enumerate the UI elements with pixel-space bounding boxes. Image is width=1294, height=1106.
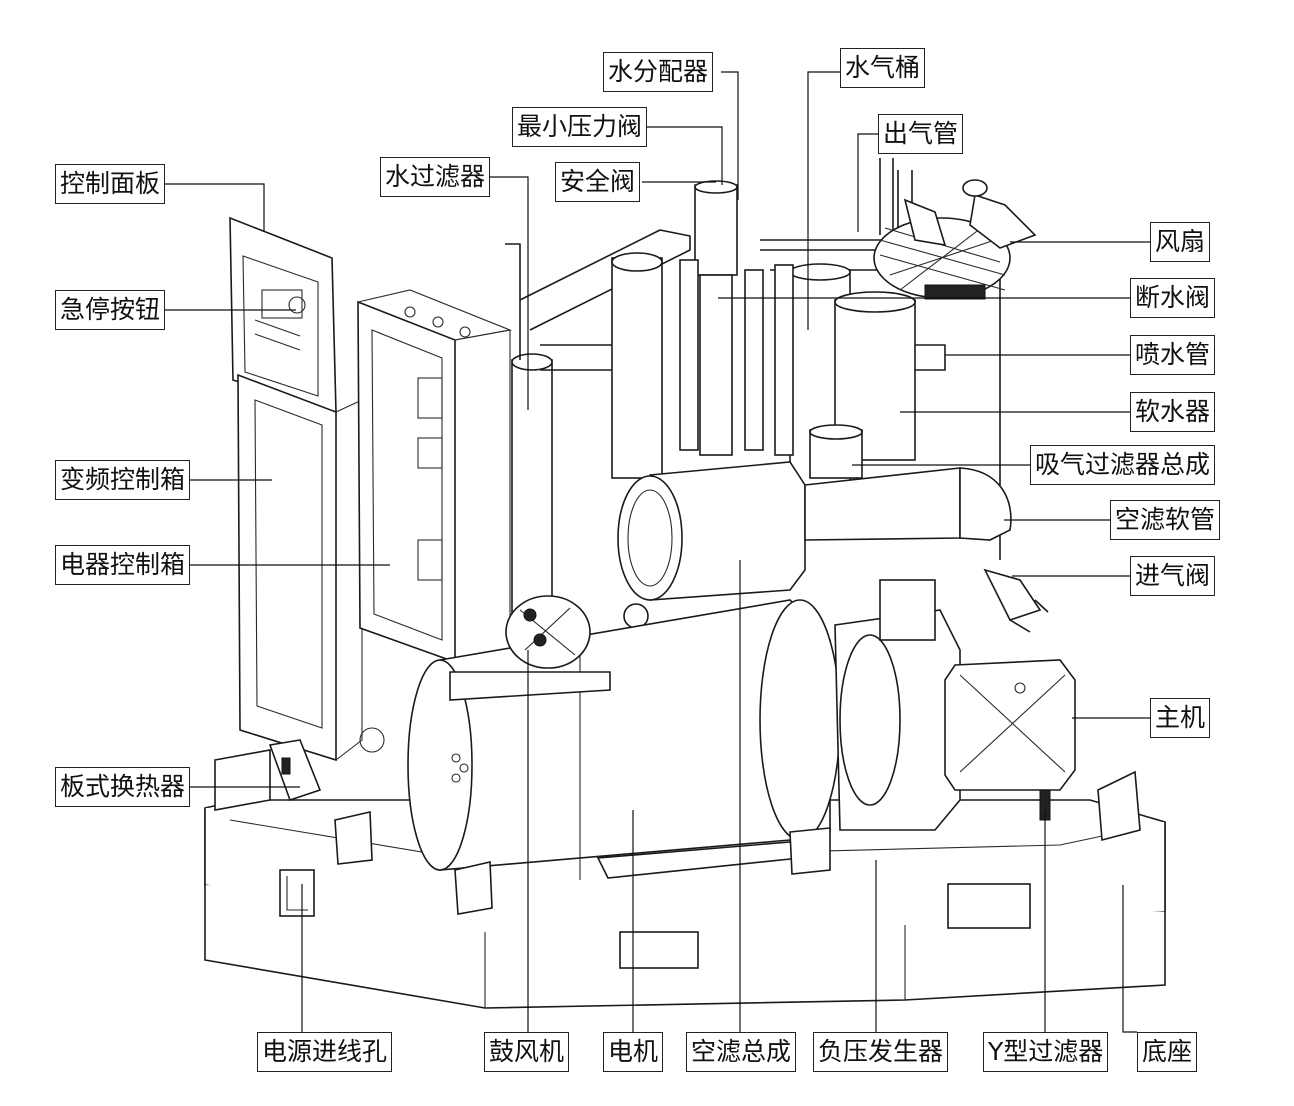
softener-shape — [809, 291, 916, 479]
label-blower: 鼓风机 — [484, 1032, 570, 1072]
heat-exchanger-shape — [214, 739, 322, 811]
label-water-cutoff-valve: 断水阀 — [1130, 278, 1216, 318]
label-electrical-control-box: 电器控制箱 — [55, 545, 191, 585]
label-power-inlet-hole: 电源进线孔 — [257, 1032, 393, 1072]
electrical-box-shape — [357, 289, 512, 664]
label-motor: 电机 — [603, 1032, 664, 1072]
label-inverter-control-box: 变频控制箱 — [55, 460, 191, 500]
intake-valve-shape — [879, 568, 1049, 641]
distributor-column — [679, 180, 794, 456]
label-outlet-pipe: 出气管 — [878, 114, 964, 154]
power-inlet-hole-shape — [279, 869, 315, 917]
inverter-box-shape — [237, 373, 385, 762]
label-intake-filter-assembly: 吸气过滤器总成 — [1030, 445, 1216, 485]
label-safety-valve: 安全阀 — [555, 162, 641, 202]
label-plate-heat-exchanger: 板式换热器 — [55, 767, 191, 807]
label-water-gas-tank: 水气桶 — [840, 48, 926, 88]
label-y-strainer: Y型过滤器 — [983, 1032, 1109, 1072]
label-control-panel: 控制面板 — [55, 164, 166, 204]
blower-shape — [449, 595, 611, 701]
base-brackets — [334, 770, 1141, 915]
label-air-filter-assembly: 空滤总成 — [686, 1032, 797, 1072]
leader-lines — [162, 71, 1150, 1033]
motor-shape — [407, 599, 841, 880]
label-water-softener: 软水器 — [1130, 392, 1216, 432]
air-filter-assembly-shape — [617, 461, 1012, 629]
label-min-pressure-valve: 最小压力阀 — [512, 107, 648, 147]
label-water-filter: 水过滤器 — [380, 157, 491, 197]
label-spray-pipe: 喷水管 — [1130, 335, 1216, 375]
label-emergency-stop: 急停按钮 — [55, 290, 166, 330]
label-water-distributor: 水分配器 — [603, 52, 714, 92]
label-fan: 风扇 — [1150, 222, 1211, 262]
label-base: 底座 — [1137, 1032, 1198, 1072]
label-main-unit: 主机 — [1150, 698, 1211, 738]
label-air-filter-hose: 空滤软管 — [1110, 500, 1221, 540]
label-intake-valve: 进气阀 — [1130, 556, 1216, 596]
main-unit-shape — [834, 609, 1076, 831]
label-negative-pressure-generator: 负压发生器 — [813, 1032, 949, 1072]
fan-shape — [873, 179, 1037, 300]
